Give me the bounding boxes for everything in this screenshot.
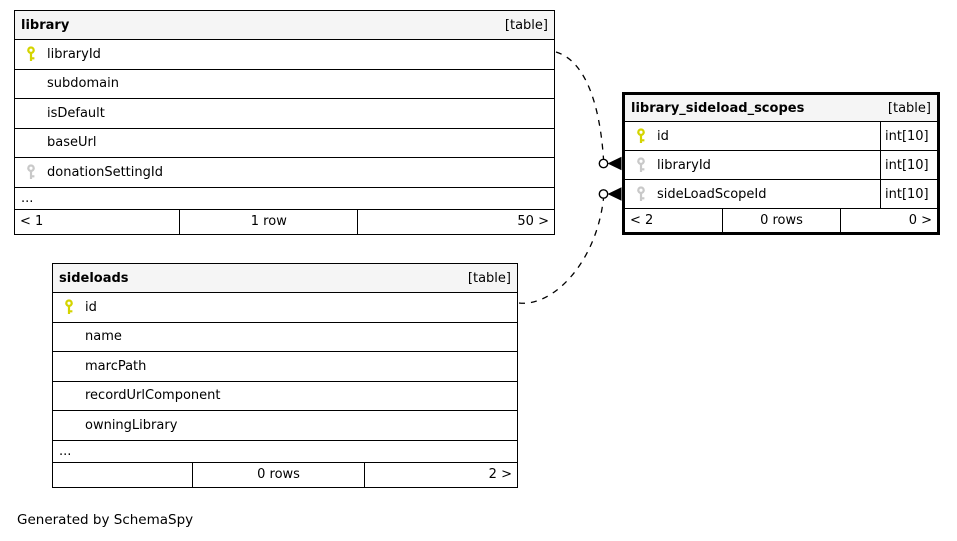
footer-related-right: 50 >	[357, 209, 554, 234]
foreign-key-icon	[15, 164, 47, 180]
primary-key-icon	[53, 299, 85, 315]
hidden-columns-ellipsis: ...	[15, 186, 554, 209]
column-type: int[10]	[880, 180, 937, 208]
table-library-header: library [table]	[15, 11, 554, 39]
table-tag: [table]	[887, 100, 931, 116]
column-row-id: id int[10]	[625, 121, 937, 150]
column-name: libraryId	[657, 157, 711, 173]
column-row-donationSettingId: donationSettingId	[15, 157, 554, 187]
column-row-name: name	[53, 321, 517, 351]
hidden-columns-ellipsis: ...	[53, 439, 517, 462]
table-name[interactable]: library	[21, 17, 70, 33]
column-row-sideLoadScopeId: sideLoadScopeId int[10]	[625, 179, 937, 208]
column-name: donationSettingId	[47, 164, 163, 180]
crow-arrowhead	[607, 156, 622, 171]
odot-marker	[598, 158, 609, 169]
table-name[interactable]: library_sideload_scopes	[631, 100, 805, 116]
generated-by-text: Generated by SchemaSpy	[17, 512, 194, 528]
column-name: recordUrlComponent	[85, 388, 221, 404]
relationship-line-library-libraryId-to-scopes-libraryId	[555, 51, 622, 171]
footer-row-count: 1 row	[179, 209, 357, 234]
table-library[interactable]: library [table] libraryId subdomain isDe…	[14, 10, 555, 235]
footer-related-right: 0 >	[840, 209, 937, 232]
column-name: subdomain	[47, 76, 119, 92]
footer-related-left	[53, 463, 192, 487]
footer-row-count: 0 rows	[192, 462, 364, 487]
column-row-recordUrlComponent: recordUrlComponent	[53, 380, 517, 410]
column-name: libraryId	[47, 46, 101, 62]
footer-related-right: 2 >	[363, 462, 517, 487]
table-sideloads-header: sideloads [table]	[53, 264, 517, 292]
column-row-id: id	[53, 292, 517, 322]
column-type: int[10]	[880, 151, 937, 179]
table-tag: [table]	[467, 270, 511, 286]
table-library-sideload-scopes[interactable]: library_sideload_scopes [table] id int[1…	[622, 92, 940, 235]
crow-arrowhead	[607, 187, 622, 201]
column-row-isDefault: isDefault	[15, 98, 554, 128]
table-scopes-header: library_sideload_scopes [table]	[625, 95, 937, 121]
table-name[interactable]: sideloads	[59, 270, 129, 286]
column-name: isDefault	[47, 105, 105, 121]
column-row-baseUrl: baseUrl	[15, 127, 554, 157]
footer-row-count: 0 rows	[721, 209, 841, 232]
footer-related-left: < 2	[630, 213, 654, 228]
column-name: id	[657, 128, 669, 144]
column-name: id	[85, 299, 97, 315]
footer-related-left: < 1	[20, 214, 44, 229]
column-name: name	[85, 329, 122, 345]
table-tag: [table]	[504, 17, 548, 33]
foreign-key-icon	[625, 186, 657, 202]
odot-marker	[598, 189, 609, 199]
table-sideloads[interactable]: sideloads [table] id name marcPath recor…	[52, 263, 518, 488]
foreign-key-icon	[625, 157, 657, 173]
column-row-libraryId: libraryId int[10]	[625, 150, 937, 179]
column-type: int[10]	[880, 122, 937, 150]
column-name: sideLoadScopeId	[657, 186, 767, 202]
primary-key-icon	[625, 128, 657, 144]
column-name: marcPath	[85, 358, 147, 374]
fk-dashed-line	[555, 51, 605, 160]
column-row-owningLibrary: owningLibrary	[53, 410, 517, 440]
column-row-libraryId: libraryId	[15, 39, 554, 69]
primary-key-icon	[15, 46, 47, 62]
table-sideloads-footer: 0 rows 2 >	[53, 461, 517, 487]
column-row-subdomain: subdomain	[15, 68, 554, 98]
column-row-marcPath: marcPath	[53, 351, 517, 381]
column-name: baseUrl	[47, 135, 97, 151]
column-name: owningLibrary	[85, 417, 178, 433]
table-scopes-footer: < 2 0 rows 0 >	[625, 208, 937, 232]
table-library-footer: < 1 1 row 50 >	[15, 208, 554, 234]
